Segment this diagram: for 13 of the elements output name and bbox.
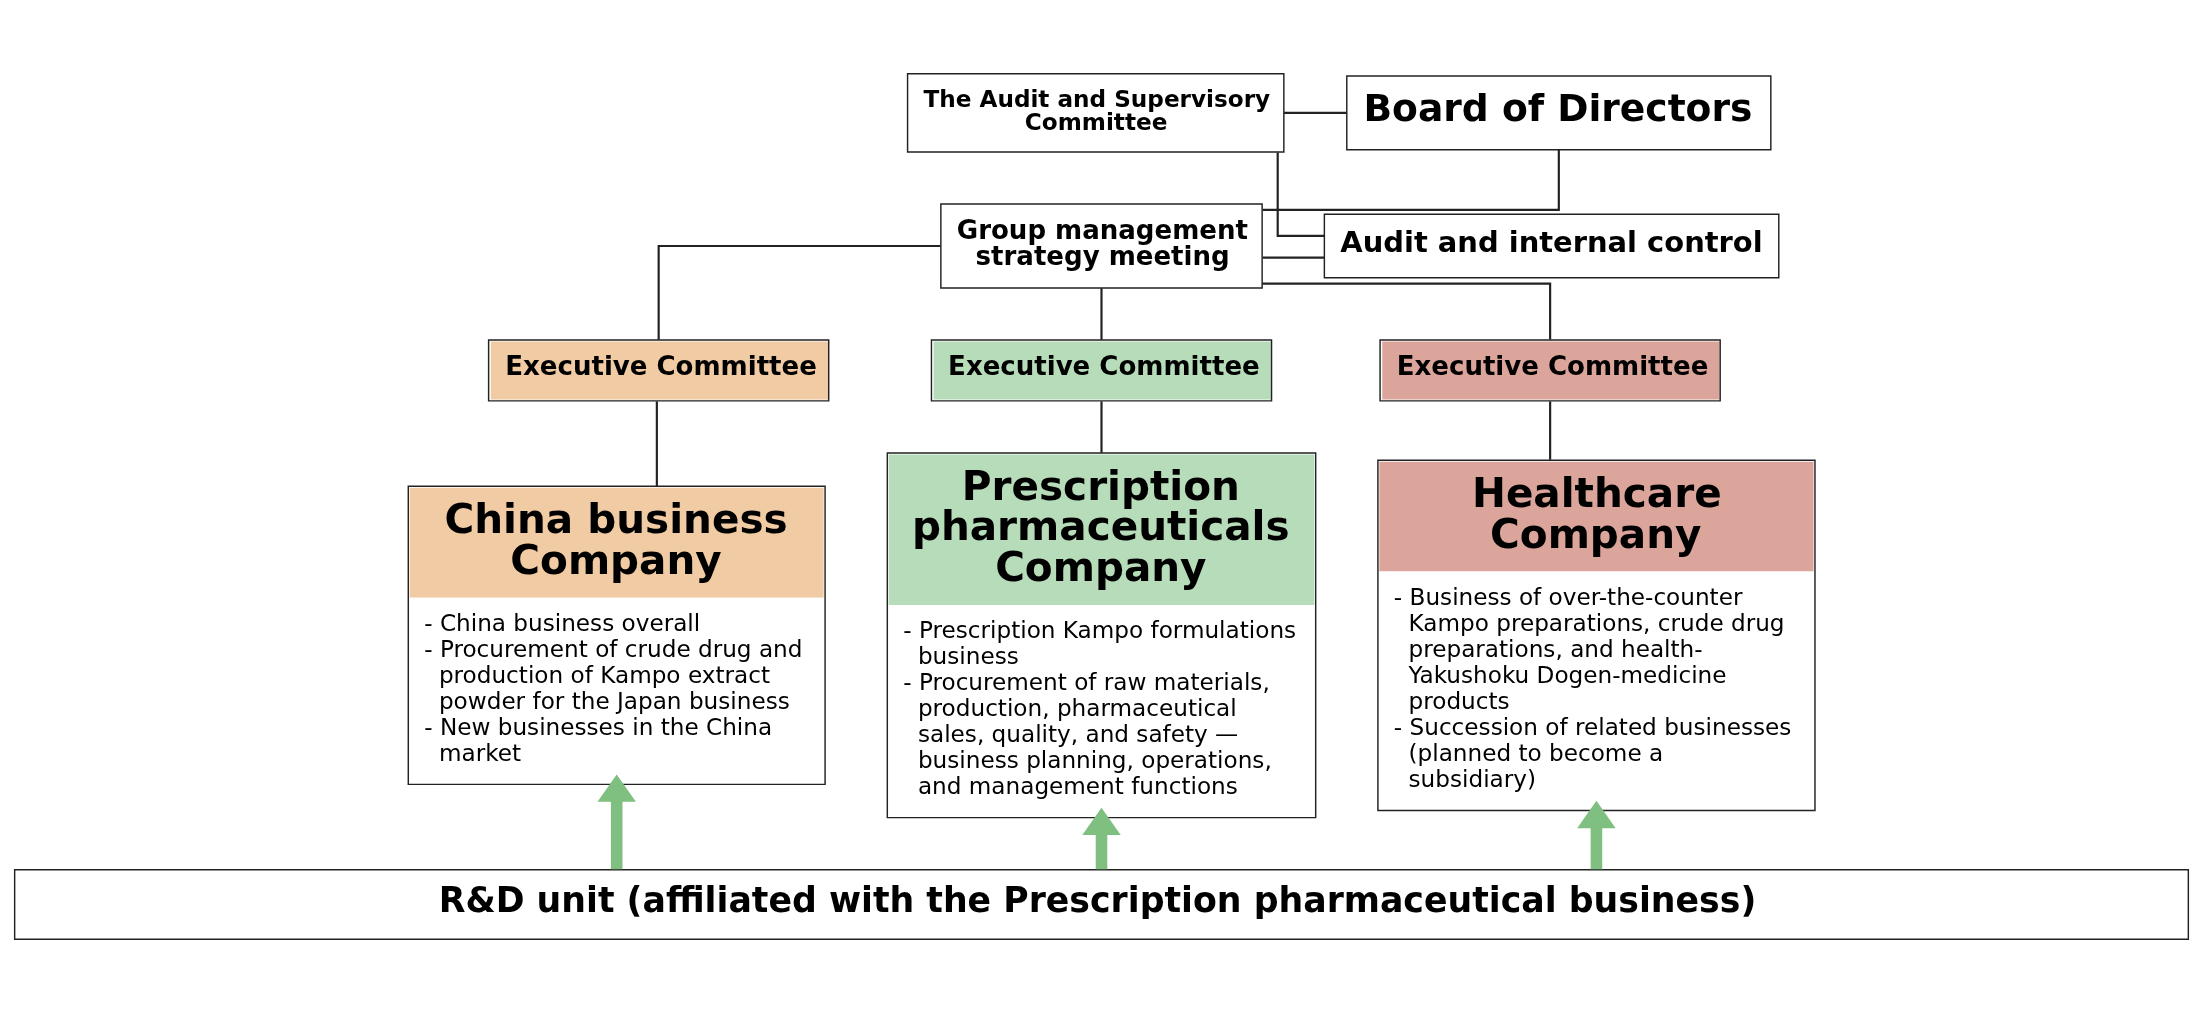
arrow <box>1577 800 1616 870</box>
arrow <box>1082 807 1121 870</box>
connector <box>1549 401 1552 460</box>
connector <box>1284 111 1347 114</box>
connector <box>1262 282 1552 340</box>
connector <box>1262 150 1560 211</box>
arrow <box>597 774 636 870</box>
connector <box>1262 256 1324 259</box>
connector <box>655 401 658 486</box>
connector <box>1100 401 1103 453</box>
connector <box>657 244 941 340</box>
connector <box>1100 288 1103 340</box>
connector <box>1276 152 1325 237</box>
